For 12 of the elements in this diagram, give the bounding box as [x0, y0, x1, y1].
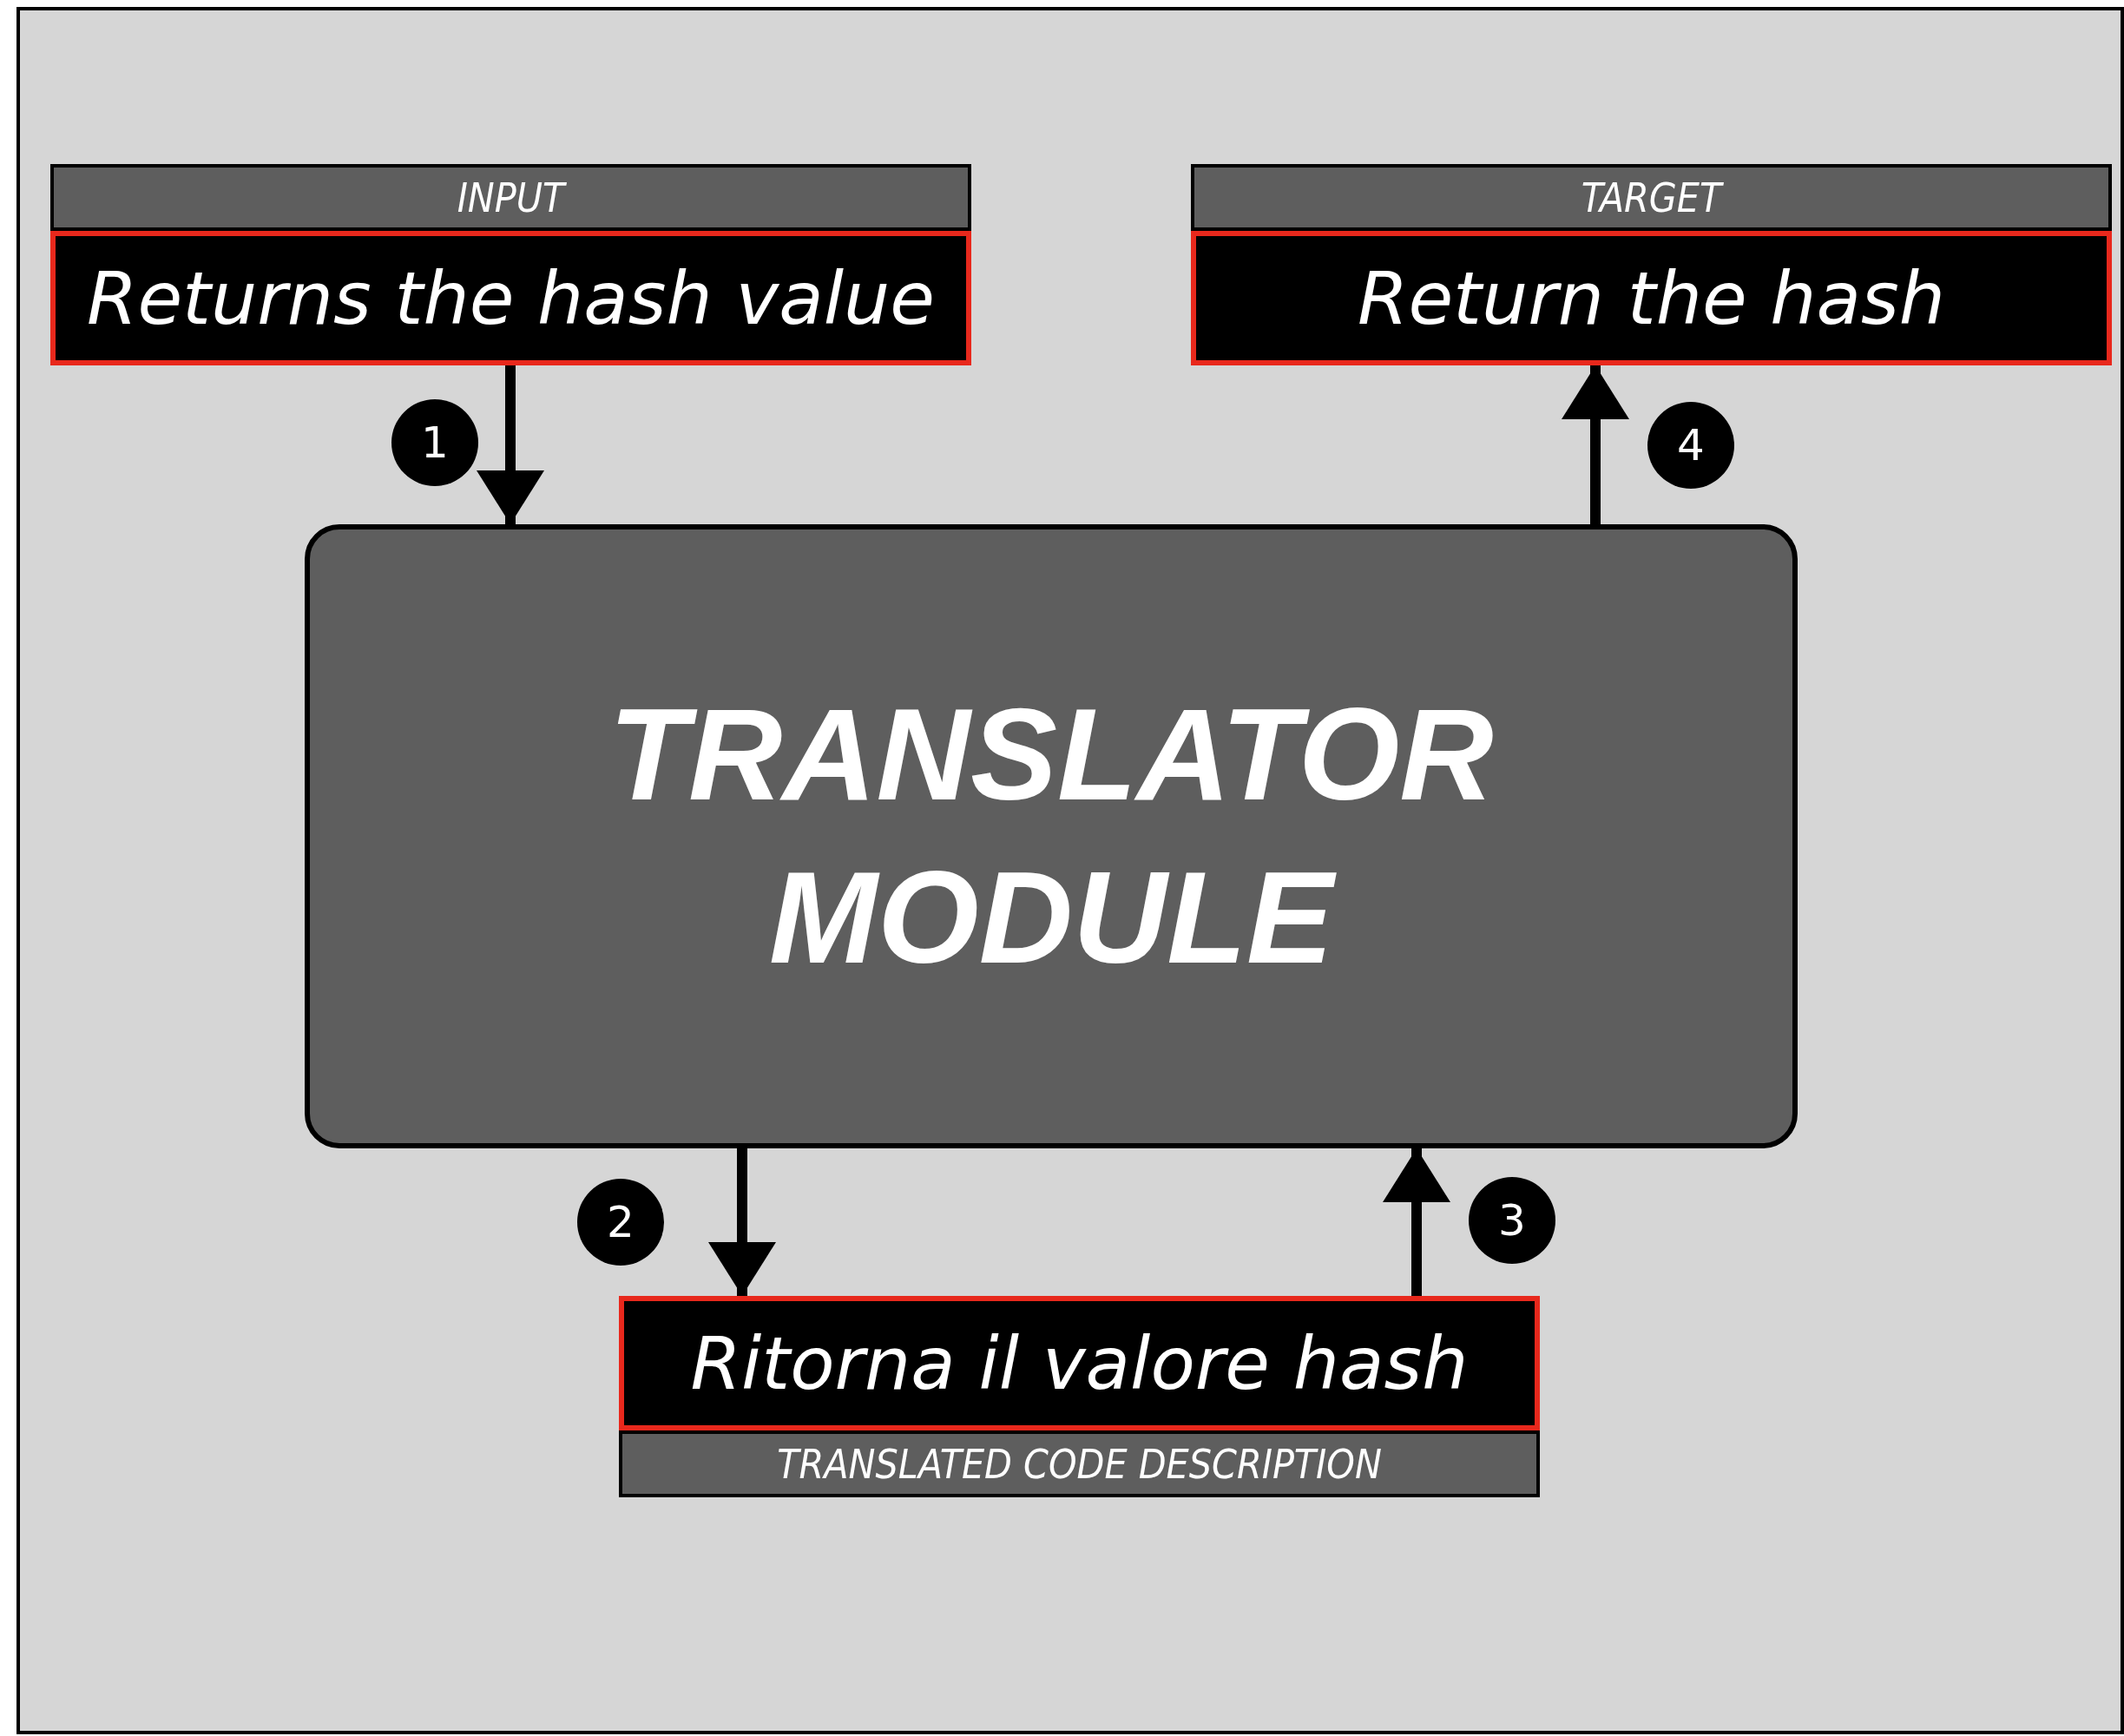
- header-bar: INPUT: [50, 164, 971, 231]
- text-box: Return the hash: [1191, 231, 2112, 365]
- header-bar: TARGET: [1191, 164, 2112, 231]
- arrow: [708, 1148, 776, 1296]
- header-bar: TRANSLATED CODE DESCRIPTION: [619, 1430, 1540, 1497]
- arrow: [1562, 365, 1629, 524]
- text-box: Returns the hash value: [50, 231, 971, 365]
- text-box: Ritorna il valore hash: [619, 1296, 1540, 1430]
- module-box: [305, 524, 1798, 1148]
- module-title: TRANSLATOR MODULE: [608, 681, 1495, 992]
- arrow: [1383, 1148, 1450, 1296]
- arrow: [477, 365, 544, 524]
